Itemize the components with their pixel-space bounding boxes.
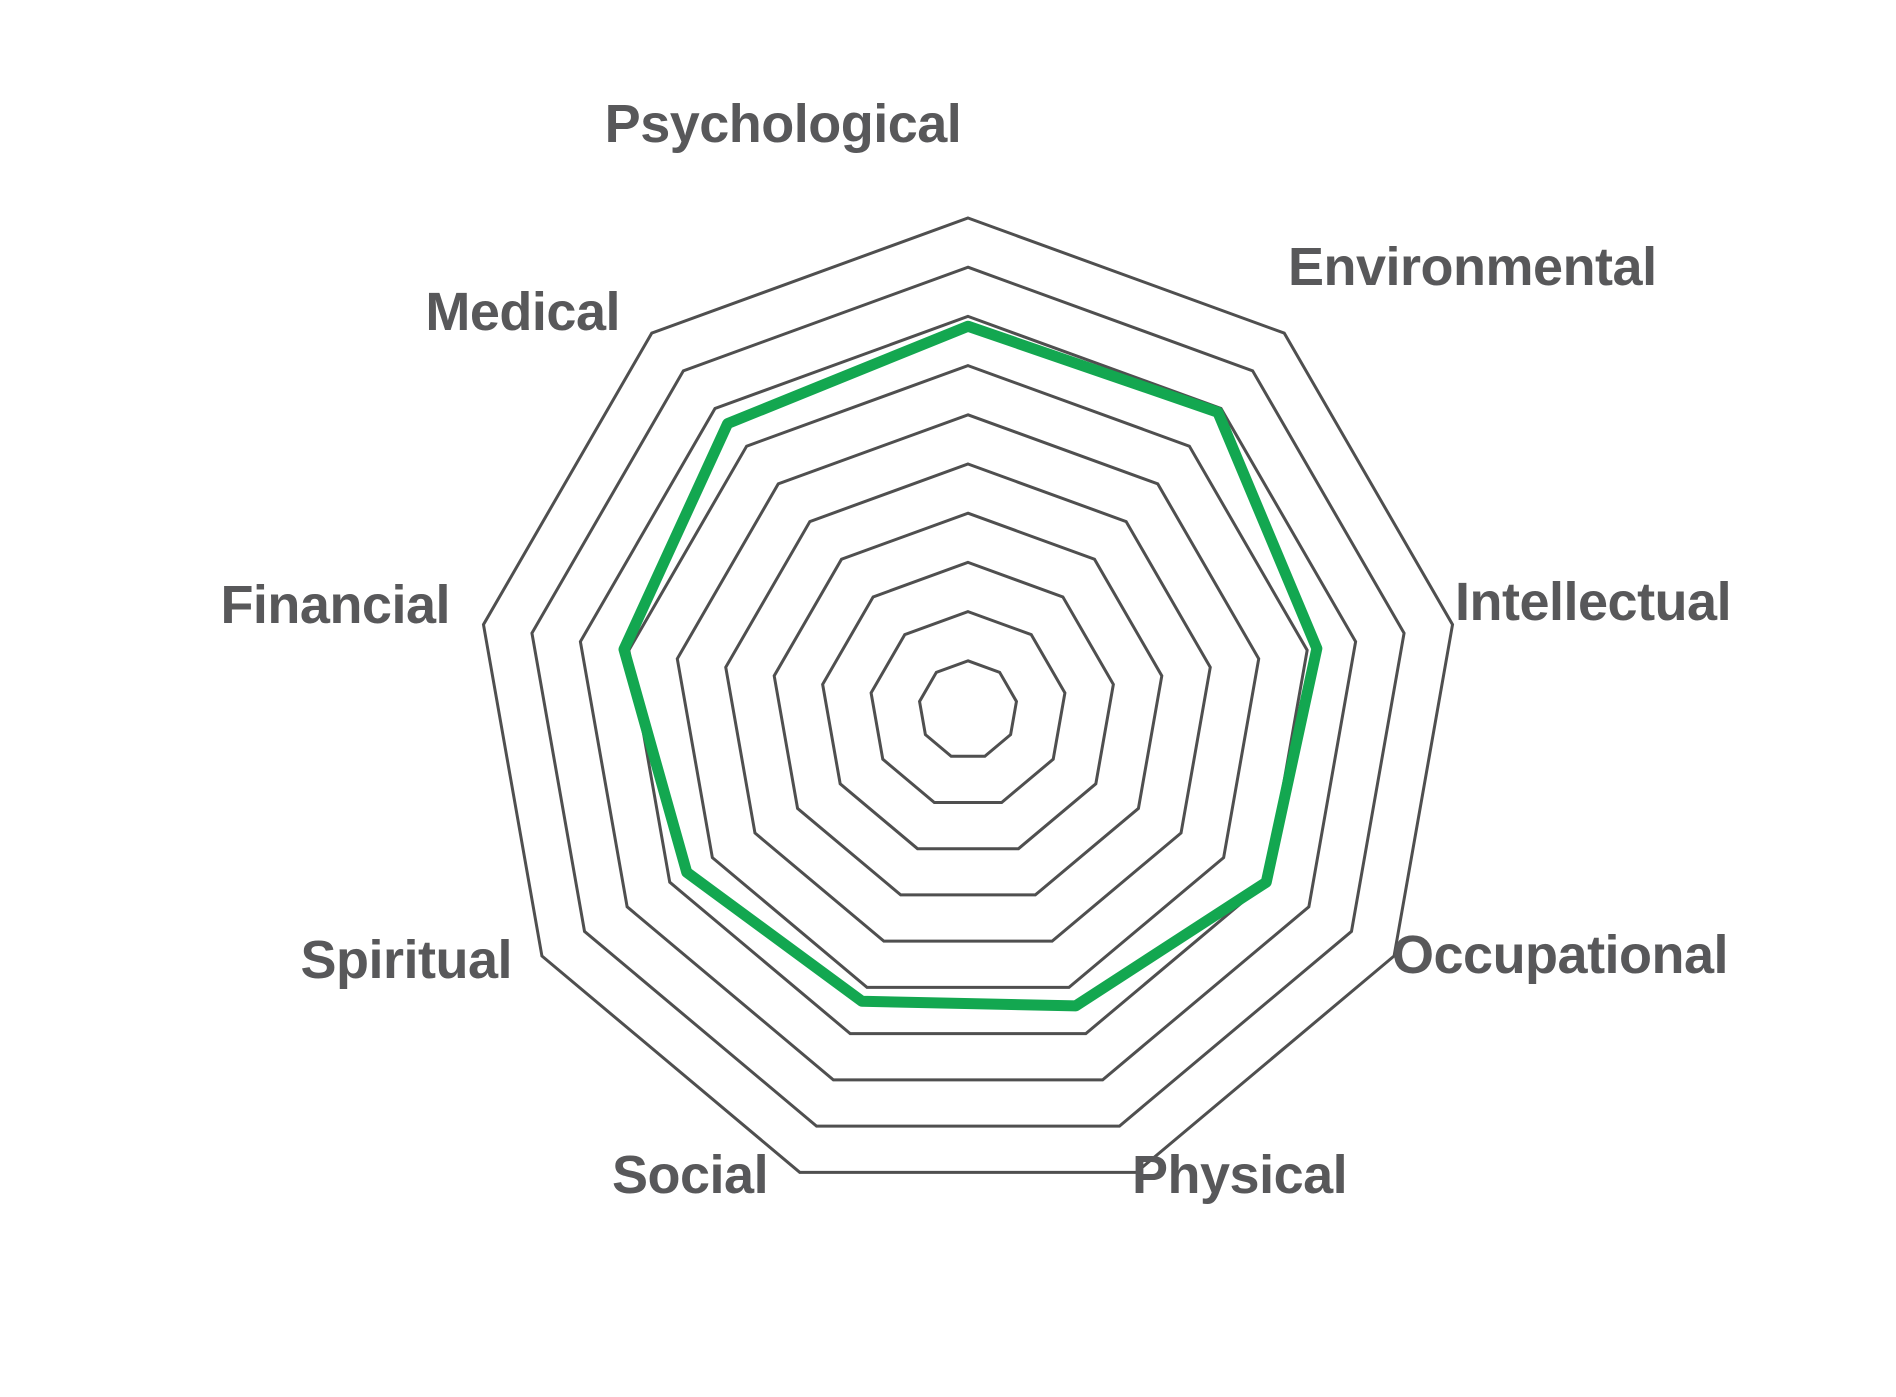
axis-label-spiritual: Spiritual [300,930,512,990]
axis-label-intellectual: Intellectual [1455,572,1732,632]
axis-label-social: Social [612,1145,769,1205]
radar-series-polygons [618,320,1323,1012]
grid-ring-3 [821,560,1115,851]
grid-ring-5 [724,462,1212,943]
axis-label-physical: Physical [1132,1145,1348,1205]
grid-ring-1 [917,659,1019,758]
axis-label-medical: Medical [425,282,620,342]
axis-label-financial: Financial [220,575,450,635]
grid-ring-4 [772,511,1164,897]
grid-ring-9 [530,265,1406,1128]
radar-gridlines [481,216,1455,1174]
grid-ring-7 [627,364,1309,1036]
grid-ring-6 [675,413,1261,989]
axis-label-psychological: Psychological [604,94,962,154]
grid-ring-2 [869,610,1067,804]
axis-label-occupational: Occupational [1392,925,1729,985]
axis-label-environmental: Environmental [1288,237,1657,297]
series-polygon-0 [618,320,1323,1012]
grid-ring-10 [481,216,1455,1174]
grid-ring-8 [578,314,1358,1082]
